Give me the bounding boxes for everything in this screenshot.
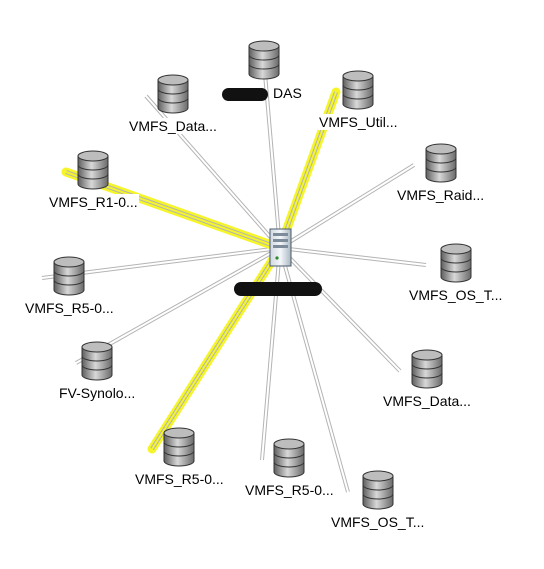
datastore-label: VMFS_OS_T... [330,514,426,530]
datastore-label: VMFS_Data... [128,118,218,134]
datastore-data-1[interactable]: VMFS_Data... [128,72,218,134]
database-icon [362,470,394,510]
link-das-1 [264,61,282,248]
link-r5c-1 [150,246,280,449]
datastore-label: FV-Synolo... [58,385,137,401]
datastore-util[interactable]: VMFS_Util... [318,68,399,130]
datastore-raid[interactable]: VMFS_Raid... [396,141,486,203]
link-raid-1 [280,165,416,250]
database-icon [53,256,85,296]
datastore-label: VMFS_Util... [318,114,399,130]
database-icon [157,74,189,114]
datastore-das[interactable] [246,38,282,82]
database-icon [81,341,113,381]
datastore-r5-a[interactable]: VMFS_R5-0... [24,254,115,316]
server-icon [269,228,292,267]
datastore-label: VMFS_R5-0... [24,300,115,316]
datastore-r1[interactable]: VMFS_R1-0... [48,148,139,210]
database-icon [411,349,443,389]
redacted-datastore-prefix [222,88,268,101]
link-data2-0 [280,246,402,371]
database-icon [273,438,305,478]
datastore-label: VMFS_R5-0... [134,471,225,487]
datastore-label-das: DAS [273,85,302,101]
datastore-data-2[interactable]: VMFS_Data... [382,347,472,409]
highlight-stroke-r5c [147,243,285,454]
link-os1-0 [280,246,427,265]
database-icon [425,143,457,183]
datastore-os-1[interactable]: VMFS_OS_T... [408,241,504,303]
datastore-os-2[interactable]: VMFS_OS_T... [330,468,426,530]
link-r5c-0 [152,248,282,451]
database-icon [248,40,280,80]
datastore-label: VMFS_OS_T... [408,287,504,303]
datastore-label: VMFS_R1-0... [48,194,139,210]
link-fv-1 [75,246,280,363]
database-icon [440,243,472,283]
datastore-label: VMFS_Raid... [396,187,486,203]
database-icon [342,70,374,110]
database-icon [163,427,195,467]
datastore-r5-b[interactable]: VMFS_R5-0... [244,436,335,498]
datastore-label: VMFS_Data... [382,393,472,409]
link-r5b-0 [262,248,282,461]
link-os1-1 [279,248,426,267]
datastore-fv-synology[interactable]: FV-Synolo... [58,339,137,401]
link-data2-1 [278,248,400,373]
host-server[interactable] [268,228,294,273]
link-raid-0 [278,163,414,248]
datastore-r5-c[interactable]: VMFS_R5-0... [134,425,225,487]
database-icon [77,150,109,190]
datastore-label: VMFS_R5-0... [244,482,335,498]
redacted-host-label [234,282,322,296]
